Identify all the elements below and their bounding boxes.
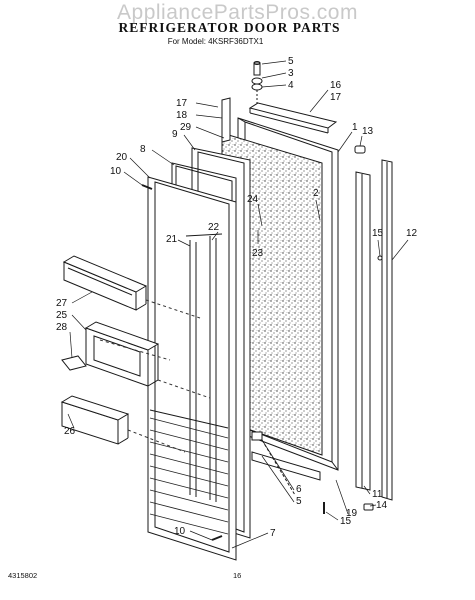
diagram-title: REFRIGERATOR DOOR PARTS bbox=[118, 20, 341, 35]
callout-18: 18 bbox=[176, 110, 188, 121]
watermark: AppliancePartsPros.com bbox=[117, 1, 358, 24]
callout-15-bottom: 15 bbox=[340, 516, 352, 527]
callout-28: 28 bbox=[56, 322, 68, 333]
callout-13: 13 bbox=[362, 126, 374, 137]
callout-22: 22 bbox=[208, 222, 220, 233]
dispenser-housing bbox=[84, 321, 160, 387]
callout-17-left: 17 bbox=[176, 98, 188, 109]
callout-16: 16 bbox=[330, 80, 342, 91]
callout-8: 8 bbox=[140, 144, 146, 155]
callout-10-top: 10 bbox=[110, 166, 122, 177]
right-side-trim bbox=[355, 171, 383, 491]
document-number: 4315802 bbox=[8, 571, 38, 580]
callout-14: 14 bbox=[376, 500, 388, 511]
left-vertical-trim bbox=[221, 97, 231, 143]
inner-door-liner bbox=[147, 176, 237, 561]
callout-24: 24 bbox=[247, 194, 259, 205]
callout-27: 27 bbox=[56, 298, 68, 309]
callout-6: 6 bbox=[296, 484, 302, 495]
trim-clip bbox=[363, 503, 374, 511]
callout-5: 5 bbox=[288, 56, 294, 67]
bottom-front-bin bbox=[60, 395, 130, 445]
callout-25: 25 bbox=[56, 310, 68, 321]
callout-15-right: 15 bbox=[372, 228, 384, 239]
callout-4: 4 bbox=[288, 80, 294, 91]
top-trim-bracket bbox=[248, 102, 338, 134]
callout-2: 2 bbox=[313, 188, 319, 199]
callout-labels: 5 3 4 16 17 17 18 29 1 13 9 8 20 10 2 24… bbox=[56, 56, 418, 539]
screw-bottom bbox=[211, 535, 223, 541]
callout-7: 7 bbox=[270, 528, 276, 539]
model-number: For Model: 4KSRF36DTX1 bbox=[167, 37, 264, 46]
callout-20: 20 bbox=[116, 152, 128, 163]
callout-23: 23 bbox=[252, 248, 264, 259]
callout-17-right: 17 bbox=[330, 92, 342, 103]
screw-top bbox=[141, 184, 153, 190]
callout-11: 11 bbox=[372, 489, 383, 500]
trim-end-cap bbox=[354, 145, 366, 154]
top-hinge-parts bbox=[251, 61, 263, 104]
callout-21: 21 bbox=[166, 234, 178, 245]
callout-1: 1 bbox=[352, 122, 358, 133]
callout-19: 19 bbox=[346, 508, 358, 519]
callout-10-bottom: 10 bbox=[174, 526, 186, 537]
page-number: 16 bbox=[233, 571, 242, 580]
callout-3: 3 bbox=[288, 68, 294, 79]
callout-26: 26 bbox=[64, 426, 76, 437]
drip-tray bbox=[61, 355, 87, 371]
callout-5-bottom: 5 bbox=[296, 496, 302, 507]
door-seal-strip bbox=[381, 159, 393, 501]
callout-12: 12 bbox=[406, 228, 418, 239]
callout-9: 9 bbox=[172, 129, 178, 140]
leader-lines bbox=[67, 60, 409, 549]
bottom-trim-bracket bbox=[251, 431, 321, 496]
callout-29: 29 bbox=[180, 122, 192, 133]
door-shelf-bin bbox=[62, 255, 148, 311]
